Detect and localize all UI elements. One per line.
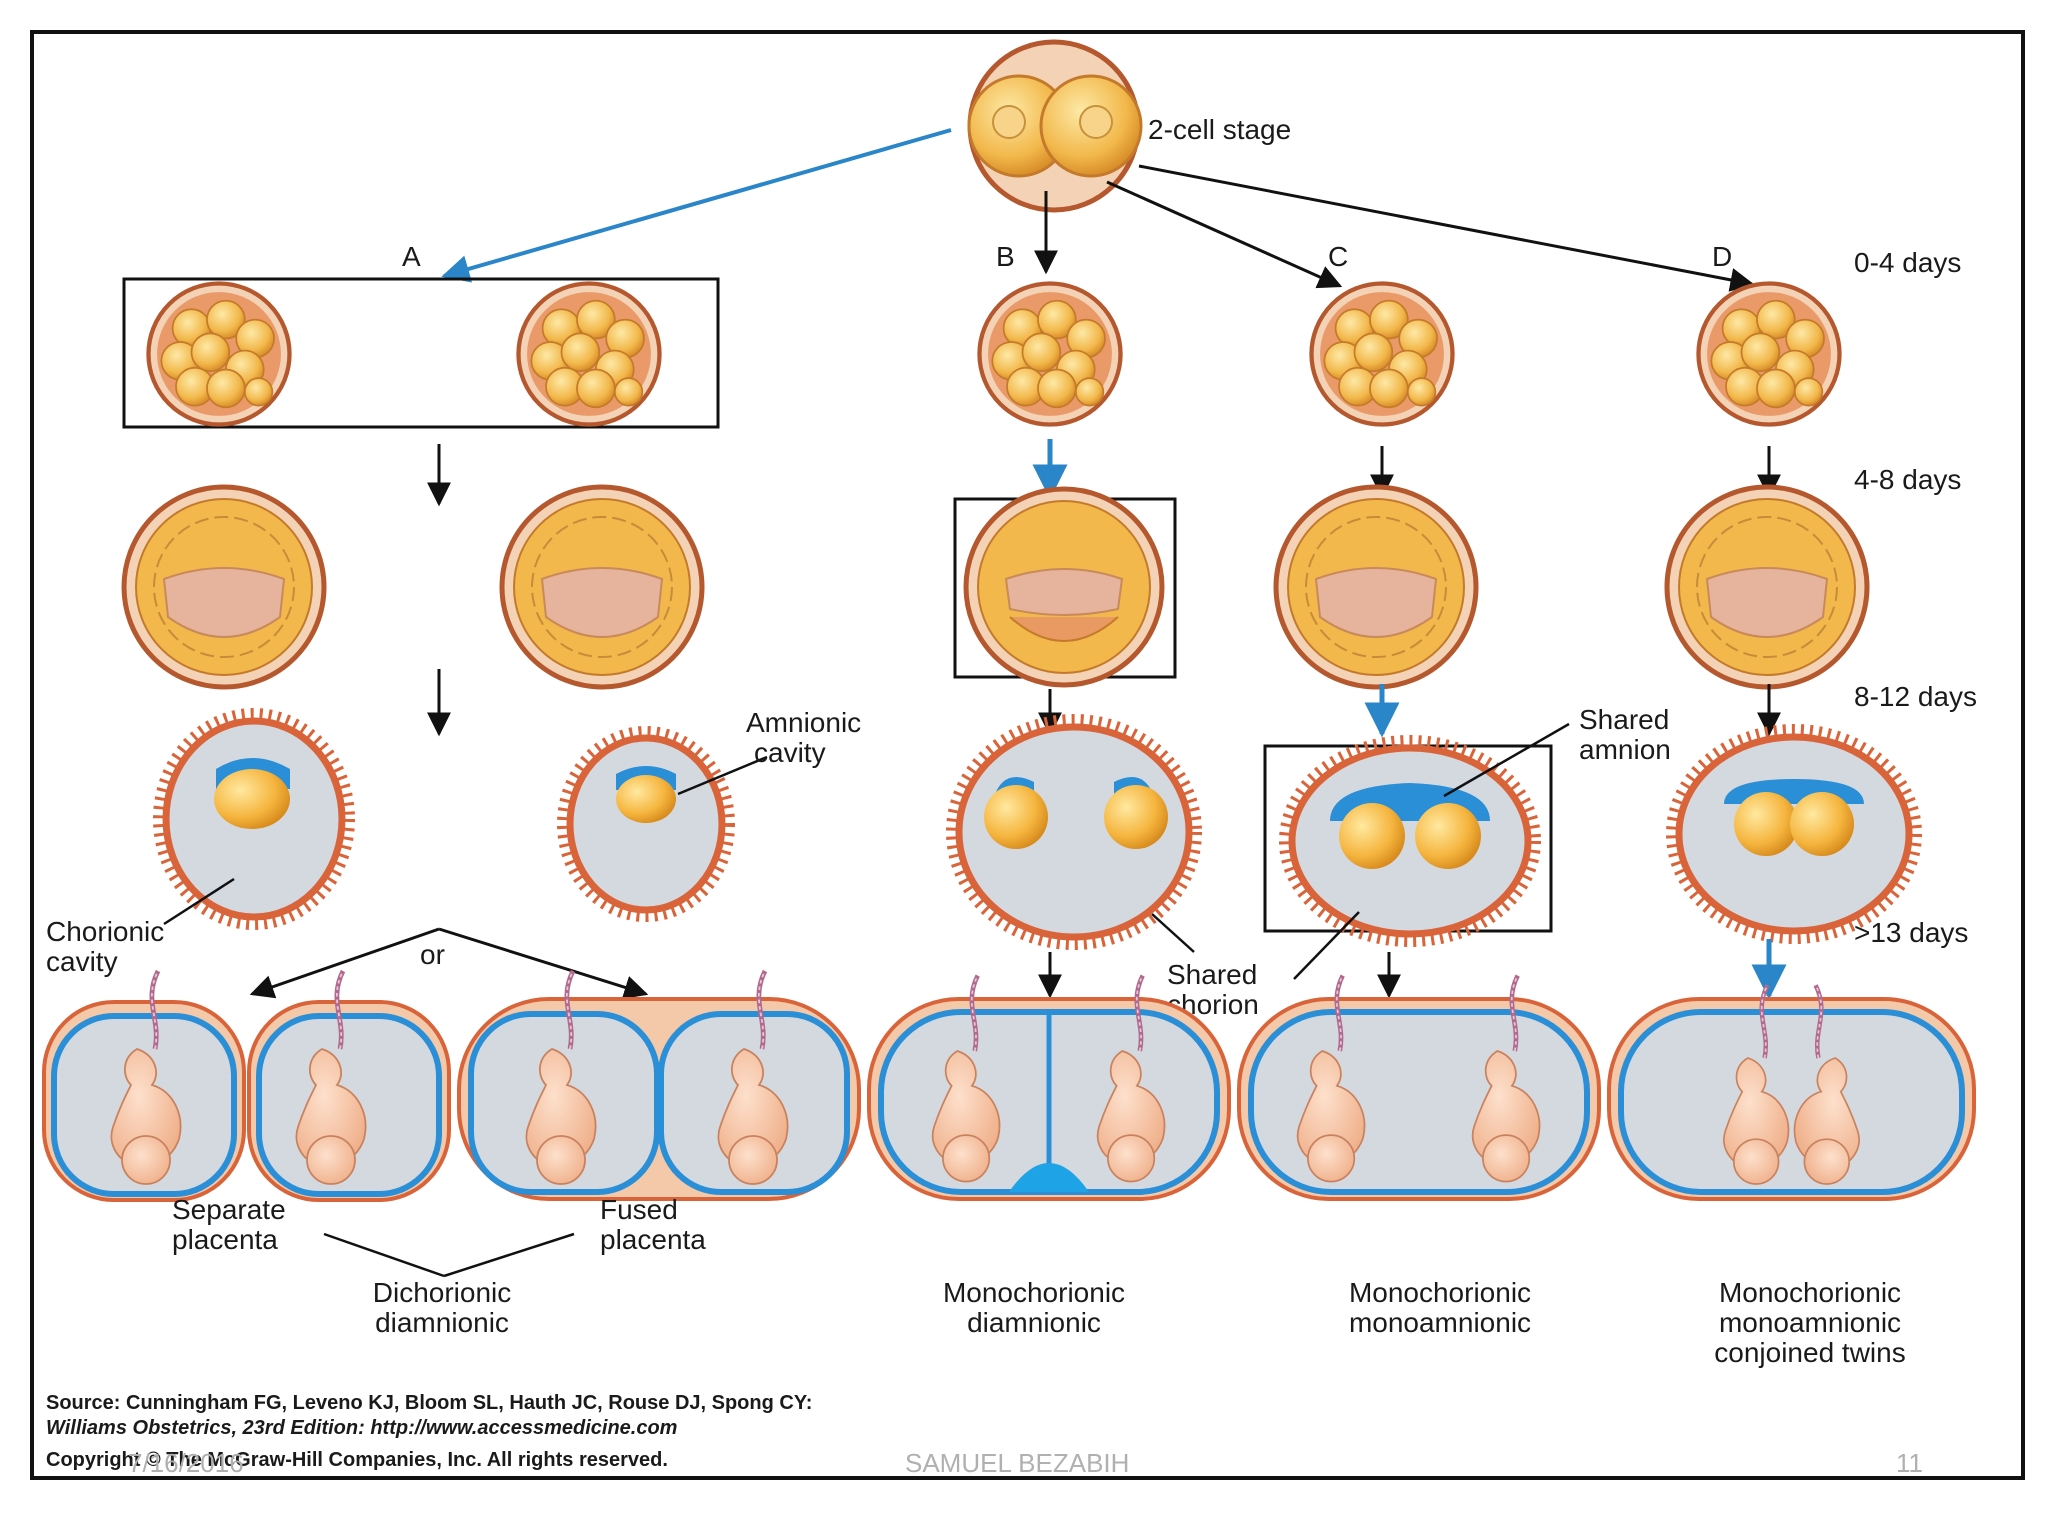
twinning-figure: 2-cell stage A B C D 0-4 days 4-8 days 8… bbox=[30, 30, 2025, 1480]
blastocyst-c bbox=[1276, 487, 1476, 687]
chorionic-label-2: cavity bbox=[46, 946, 118, 977]
column-c-label: C bbox=[1328, 241, 1348, 272]
blastocyst-b-two-masses bbox=[963, 486, 1165, 688]
shared-chorion-label-1: Shared bbox=[1167, 959, 1257, 990]
amnionic-callout-line bbox=[677, 755, 768, 796]
column-d-label: D bbox=[1712, 241, 1732, 272]
blastocyst-a-right bbox=[502, 487, 702, 687]
blastocyst-d bbox=[1667, 487, 1867, 687]
dd-bracket-right bbox=[443, 1232, 575, 1278]
fused-label-1: Fused bbox=[600, 1194, 678, 1225]
shared-chorion-callout-b bbox=[1151, 913, 1195, 953]
footer-author: SAMUEL BEZABIH bbox=[905, 1448, 1130, 1478]
shared-amnion-label-1: Shared bbox=[1579, 704, 1669, 735]
separate-label-2: placenta bbox=[172, 1224, 278, 1255]
morula-a-right bbox=[518, 283, 659, 424]
dd-bracket-left bbox=[323, 1232, 445, 1278]
time-0-4-label: 0-4 days bbox=[1854, 247, 1961, 278]
source-line-1: Source: Cunningham FG, Leveno KJ, Bloom … bbox=[46, 1392, 812, 1414]
conj-label-3: conjoined twins bbox=[1714, 1337, 1905, 1368]
md-label-1: Monochorionic bbox=[943, 1277, 1125, 1308]
footer-page-number: 11 bbox=[1896, 1448, 1923, 1478]
arrow-or-separate bbox=[249, 927, 440, 999]
arrow-to-d bbox=[1138, 164, 1755, 292]
shared-amnion-callout-line bbox=[1443, 722, 1570, 798]
footer-date: 7/16/2016 bbox=[128, 1448, 244, 1478]
morula-a-left bbox=[148, 283, 289, 424]
column-a-label: A bbox=[402, 241, 421, 272]
time-8-12-label: 8-12 days bbox=[1854, 681, 1977, 712]
conj-label-2: monoamnionic bbox=[1719, 1307, 1901, 1338]
separate-placenta bbox=[42, 971, 451, 1202]
dd-label-1: Dichorionic bbox=[373, 1277, 512, 1308]
mm-label-2: monoamnionic bbox=[1349, 1307, 1531, 1338]
arrow-or-fused bbox=[438, 927, 649, 999]
two-cell-embryo bbox=[967, 39, 1143, 213]
or-label: or bbox=[420, 939, 445, 970]
arrow-to-c bbox=[1106, 180, 1343, 289]
implant-b bbox=[946, 714, 1202, 950]
implant-c bbox=[1279, 735, 1541, 947]
morula-c bbox=[1311, 283, 1452, 424]
amnionic-label-2: cavity bbox=[754, 737, 826, 768]
box-a-morulas bbox=[122, 277, 720, 429]
dd-label-2: diamnionic bbox=[375, 1307, 509, 1338]
shared-amnion-label-2: amnion bbox=[1579, 734, 1671, 765]
source-line-2: Williams Obstetrics, 23rd Edition: http:… bbox=[46, 1417, 677, 1439]
morula-b bbox=[979, 283, 1120, 424]
arrow-to-a bbox=[441, 128, 952, 283]
diagram-canvas: 2-cell stage A B C D 0-4 days 4-8 days 8… bbox=[42, 39, 1977, 1471]
column-b-label: B bbox=[996, 241, 1015, 272]
fused-placenta bbox=[457, 971, 861, 1201]
time-13-label: >13 days bbox=[1854, 917, 1968, 948]
shared-chorion-callout-c bbox=[1293, 911, 1360, 980]
time-4-8-label: 4-8 days bbox=[1854, 464, 1961, 495]
conj-label-1: Monochorionic bbox=[1719, 1277, 1901, 1308]
two-cell-label: 2-cell stage bbox=[1148, 114, 1291, 145]
fused-label-2: placenta bbox=[600, 1224, 706, 1255]
implant-a-right bbox=[557, 726, 735, 922]
mono-mono-placenta bbox=[1237, 976, 1601, 1201]
separate-label-1: Separate bbox=[172, 1194, 286, 1225]
implant-a-left bbox=[153, 708, 355, 930]
amnionic-label-1: Amnionic bbox=[746, 707, 861, 738]
mono-di-placenta bbox=[867, 976, 1231, 1201]
md-label-2: diamnionic bbox=[967, 1307, 1101, 1338]
conjoined-placenta bbox=[1607, 985, 1976, 1201]
chorionic-callout-line bbox=[163, 877, 235, 926]
morula-d bbox=[1698, 283, 1839, 424]
implant-d bbox=[1666, 724, 1922, 944]
blastocyst-a-left bbox=[124, 487, 324, 687]
mm-label-1: Monochorionic bbox=[1349, 1277, 1531, 1308]
chorionic-label-1: Chorionic bbox=[46, 916, 164, 947]
source-line-3: Copyright © The McGraw-Hill Companies, I… bbox=[46, 1449, 668, 1471]
